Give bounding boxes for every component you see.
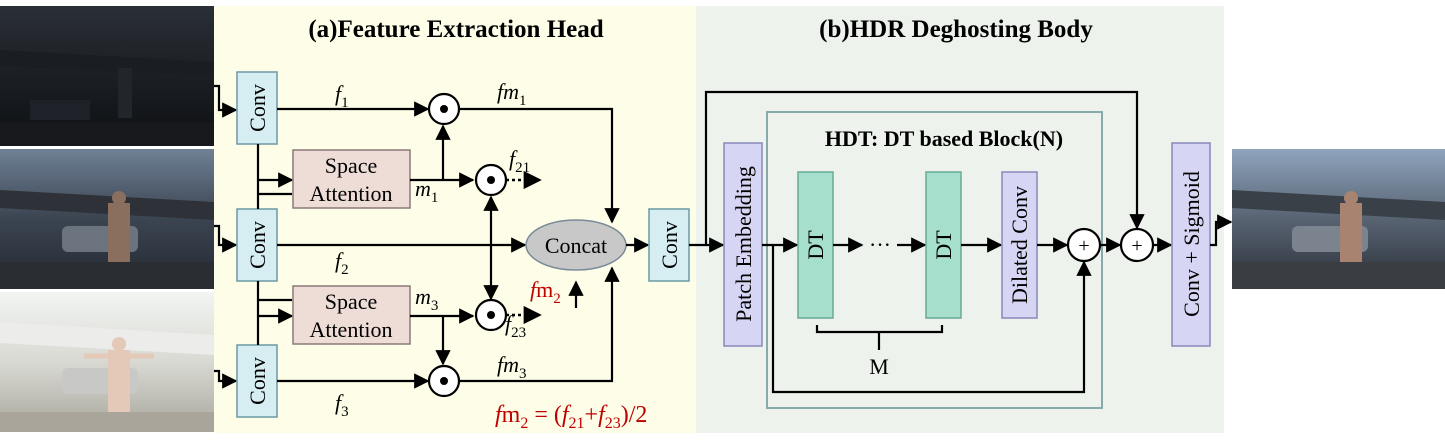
- dt-block-n: DT: [925, 171, 962, 319]
- label-f3: f3: [335, 390, 349, 420]
- add-node-local: +: [1066, 227, 1102, 263]
- multiply-node-3: [427, 364, 461, 398]
- label-f21: f21: [509, 146, 530, 176]
- input1-connector: [214, 84, 238, 118]
- conv-block-3: Conv: [236, 344, 278, 418]
- svg-text:+: +: [1078, 235, 1089, 257]
- fm1-line: [459, 107, 620, 224]
- svg-text:DT: DT: [931, 230, 956, 260]
- svg-text:Concat: Concat: [545, 233, 607, 258]
- head-title: (a)Feature Extraction Head: [308, 16, 603, 43]
- global-skip-line: [704, 90, 1145, 245]
- dilated-conv-block: Dilated Conv: [1001, 171, 1038, 319]
- svg-text:Conv: Conv: [245, 221, 270, 269]
- input2-connector: [214, 224, 238, 253]
- conv-sigmoid-block: Conv + Sigmoid: [1171, 142, 1211, 347]
- svg-text:Space: Space: [325, 289, 378, 314]
- svg-text:+: +: [1131, 235, 1142, 257]
- svg-text:Space: Space: [325, 153, 378, 178]
- feature-extraction-panel: [214, 6, 696, 433]
- space-attention-block-3: Space Attention: [292, 285, 411, 345]
- input3-connector: [214, 369, 238, 389]
- m-label: M: [869, 354, 889, 379]
- input-image-medium-exposure: [0, 149, 214, 289]
- conv-block-2: Conv: [236, 208, 278, 282]
- label-fm3: fm3: [497, 352, 527, 382]
- svg-text:Conv: Conv: [245, 357, 270, 405]
- hdt-title: HDT: DT based Block(N): [825, 126, 1063, 151]
- svg-text:Conv: Conv: [245, 84, 270, 132]
- svg-text:Attention: Attention: [309, 181, 392, 206]
- svg-text:Dilated Conv: Dilated Conv: [1007, 186, 1032, 304]
- svg-text:Patch Embedding: Patch Embedding: [731, 166, 756, 322]
- svg-text:DT: DT: [803, 230, 828, 260]
- fm3-line: [459, 266, 620, 383]
- conv-block-merge: Conv: [648, 208, 690, 282]
- svg-text:Attention: Attention: [309, 317, 392, 342]
- body-title: (b)HDR Deghosting Body: [819, 16, 1093, 43]
- dt-block-1: DT: [797, 171, 834, 319]
- output-connector: [1210, 214, 1233, 247]
- multiply-node-1: [427, 92, 461, 126]
- svg-text:Conv + Sigmoid: Conv + Sigmoid: [1179, 171, 1204, 317]
- hdt-block-frame: [766, 111, 1103, 409]
- label-f23: f23: [505, 311, 526, 341]
- space-attention-block-1: Space Attention: [292, 149, 411, 209]
- label-m3: m3: [415, 284, 438, 314]
- label-f2: f2: [335, 248, 349, 278]
- svg-text:Conv: Conv: [657, 221, 682, 269]
- conv-block-1: Conv: [236, 71, 278, 145]
- concat-block: Concat: [525, 219, 627, 271]
- patch-embedding-block: Patch Embedding: [723, 142, 763, 347]
- label-fm1: fm1: [497, 79, 527, 109]
- fm2-formula: fm2 = (f21+f23)/2: [495, 402, 647, 432]
- output-hdr-image: [1232, 149, 1445, 289]
- multiply-node-21: [474, 163, 508, 197]
- label-f1: f1: [335, 81, 349, 111]
- multiply-node-23: [474, 298, 508, 332]
- input-image-long-exposure: [0, 292, 214, 432]
- label-fm2: fm2: [530, 277, 561, 307]
- label-m1: m1: [415, 176, 438, 206]
- local-skip-line: [771, 245, 1092, 394]
- input-image-short-exposure: [0, 6, 214, 146]
- dt-ellipsis: ···: [869, 232, 891, 257]
- add-node-global: +: [1119, 227, 1155, 263]
